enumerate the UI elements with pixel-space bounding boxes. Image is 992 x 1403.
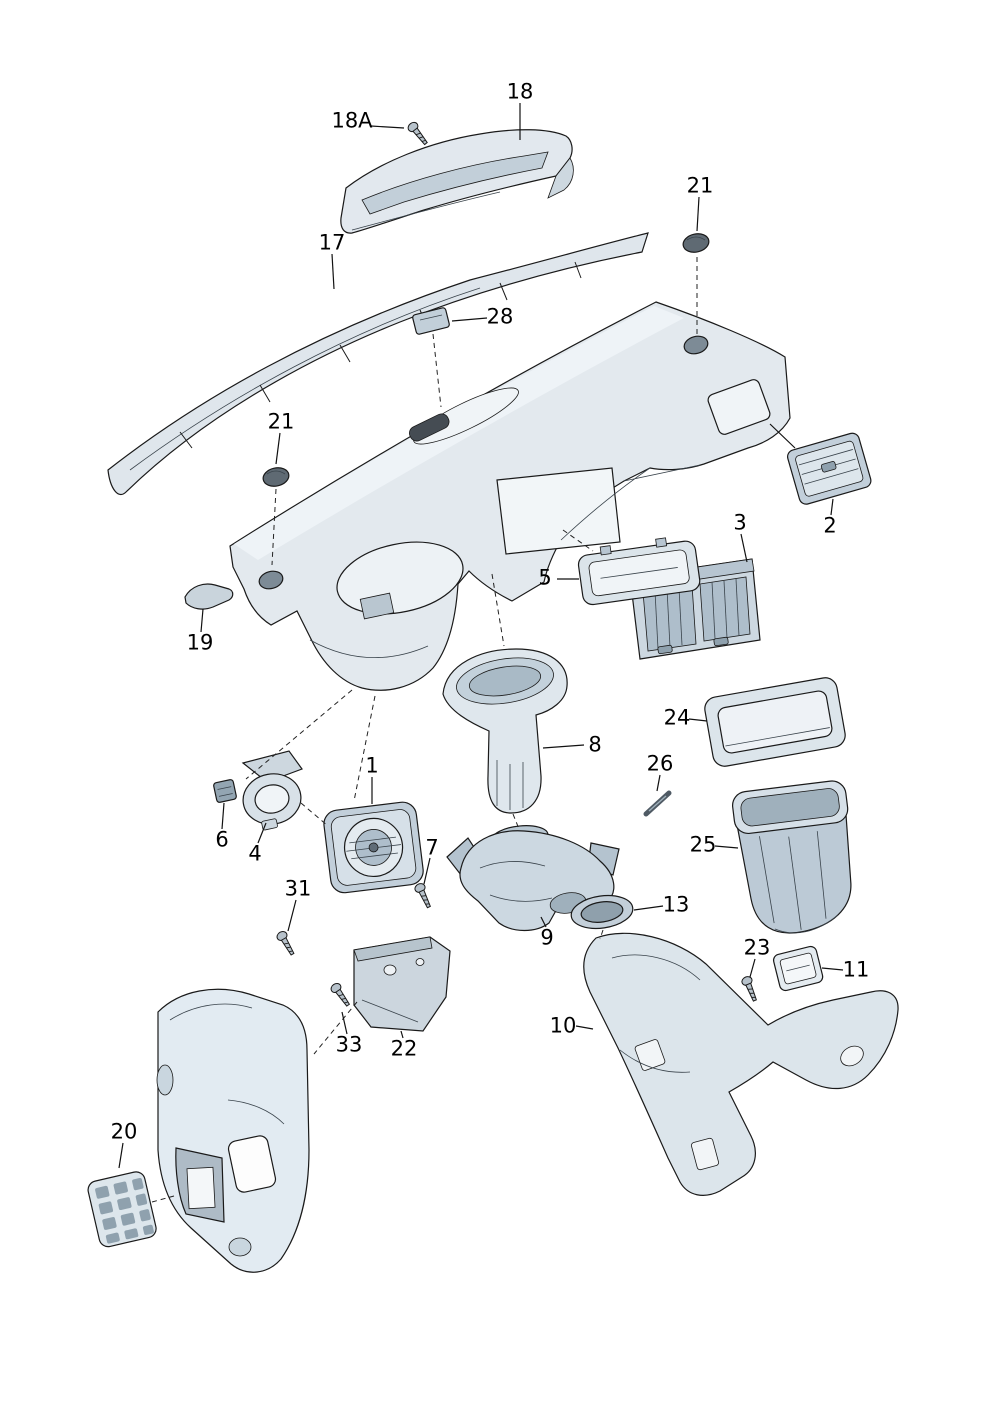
part-9-distribution-duct [446, 825, 620, 932]
part-2-side-vent [787, 432, 872, 505]
cap-hole-left [258, 570, 284, 590]
part-label-33: 33 [335, 1032, 363, 1057]
part-label-24: 24 [663, 705, 691, 730]
part-10-floor-duct [583, 932, 899, 1196]
part-label-11: 11 [842, 957, 870, 982]
part-13-ring [570, 894, 634, 930]
screw-18a-icon [405, 119, 431, 148]
part-22-cover-panel [353, 936, 451, 1032]
part-label-6: 6 [215, 827, 229, 852]
part-label-7: 7 [425, 835, 439, 860]
part-label-1: 1 [365, 753, 379, 778]
cap-hole-right [683, 335, 709, 355]
part-label-23: 23 [743, 935, 771, 960]
car-body-section [156, 988, 310, 1273]
part-25-side-duct [732, 780, 852, 934]
part-4-vent-bezel [241, 750, 303, 831]
side-vent-opening [707, 379, 771, 435]
part-label-9: 9 [540, 925, 554, 950]
part-label-21-left: 21 [267, 409, 295, 434]
leader-lines [118, 103, 844, 1169]
part-label-5: 5 [538, 565, 552, 590]
part-label-10: 10 [549, 1013, 577, 1038]
part-label-18a: 18A [331, 108, 373, 133]
cap-21-right [682, 233, 710, 253]
screw-7-icon [413, 881, 435, 910]
part-label-20: 20 [110, 1119, 138, 1144]
part-28-clip [412, 307, 450, 335]
part-label-13: 13 [662, 892, 690, 917]
part-20-footwell-grille [87, 1171, 157, 1248]
part-24-vent-frame [704, 677, 846, 767]
cap-21-left [262, 467, 290, 487]
part-1-side-vent [323, 801, 424, 894]
part-label-25: 25 [689, 832, 717, 857]
part-6-clip [213, 779, 237, 803]
center-stack-opening [496, 467, 621, 555]
part-label-21-right: 21 [686, 173, 714, 198]
part-label-8: 8 [588, 732, 602, 757]
part-label-3: 3 [733, 510, 747, 535]
part-label-4: 4 [248, 841, 262, 866]
part-11-grille [772, 945, 824, 992]
part-8-defrost-duct [442, 648, 568, 814]
assembly-dashed-lines [151, 257, 698, 1203]
screw-33-icon [328, 981, 353, 1009]
dashboard-panel [229, 301, 791, 691]
screw-23-icon [740, 974, 761, 1003]
part-label-17: 17 [318, 230, 346, 255]
part-5-vent-housing [577, 537, 701, 606]
part-label-19: 19 [186, 630, 214, 655]
part-26-pin [643, 790, 672, 817]
part-label-31: 31 [284, 876, 312, 901]
part-label-28: 28 [486, 304, 514, 329]
part-18-defroster-trim [340, 129, 574, 234]
part-label-18: 18 [506, 79, 534, 104]
part-label-22: 22 [390, 1036, 418, 1061]
part-label-26: 26 [646, 751, 674, 776]
screw-31-icon [274, 929, 298, 958]
part-label-2: 2 [823, 513, 837, 538]
cluster-opening [336, 541, 464, 615]
part-19-bracket [184, 583, 234, 610]
